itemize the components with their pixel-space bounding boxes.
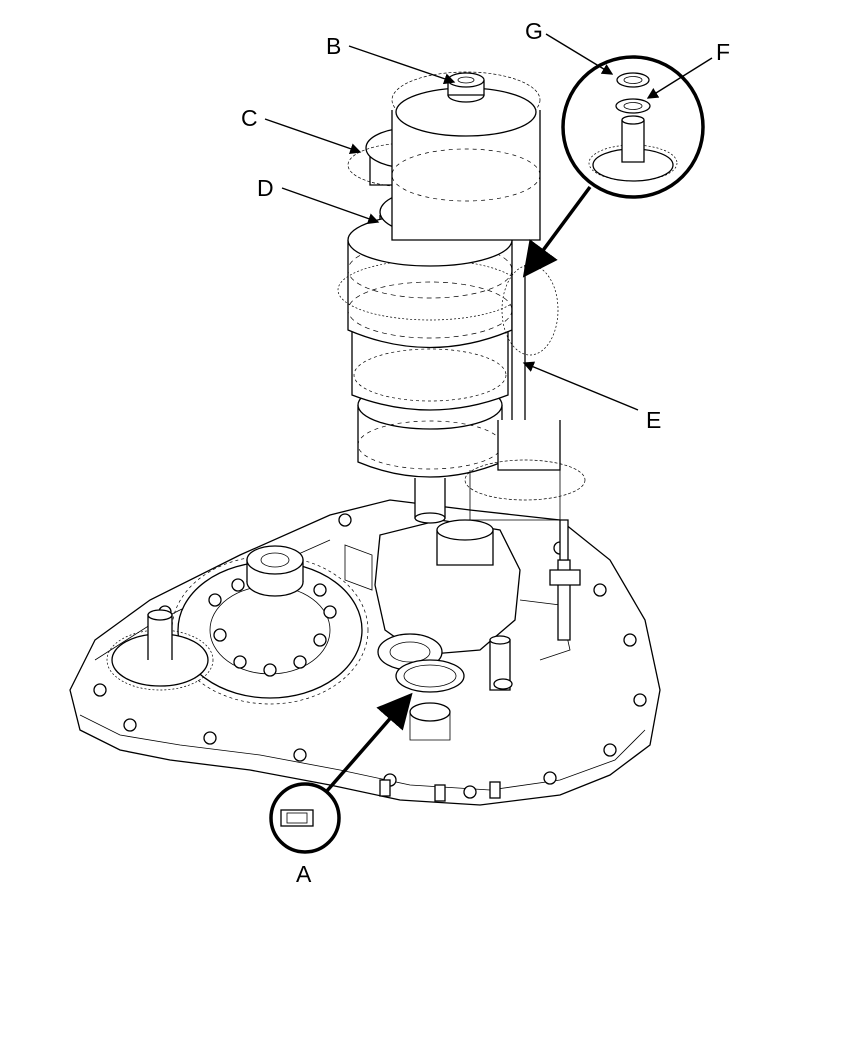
callout-b: B [326,33,341,59]
shaft-e-assembly [464,264,586,521]
callout-g: G [525,18,543,44]
shaft-seal [395,659,465,741]
center-housing-detail [344,519,571,671]
final-gear-bolts [208,578,337,677]
callout-d: D [257,175,274,201]
callout-a: A [296,861,312,887]
callout-c: C [241,105,258,131]
callout-f: F [716,39,730,65]
inset-detail-fg [561,55,705,199]
leader-lines [264,33,713,411]
inset-detail-a [269,782,341,854]
case-lower-bolts [379,779,501,802]
shaft-b-assembly [391,71,541,241]
final-drive-gear [171,545,369,705]
callout-e: E [646,407,661,433]
left-idler-gear [106,609,214,691]
shift-components [489,519,581,691]
